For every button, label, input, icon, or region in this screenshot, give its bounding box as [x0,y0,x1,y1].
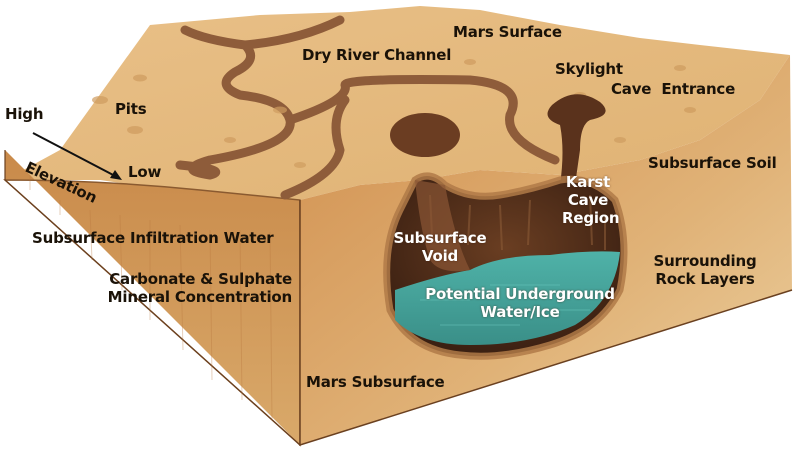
label-mars-surface: Mars Surface [453,23,562,41]
label-carbonate-sulphate: Carbonate & Sulphate Mineral Concentrati… [107,270,293,306]
label-subsurface-void: Subsurface Void [393,229,487,265]
label-pits: Pits [115,100,147,118]
label-potential-underground-water-ice: Potential Underground Water/Ice [425,285,615,321]
label-surrounding-rock-layers: Surrounding Rock Layers [653,252,757,288]
label-cave-entrance: Cave Entrance [611,80,736,98]
mars-surface-top [5,6,790,200]
front-face [5,150,300,445]
elevation-arrow-icon [32,132,122,180]
skylight [547,94,606,185]
label-subsurface-infiltration-water: Subsurface Infiltration Water [32,229,274,247]
label-subsurface-soil: Subsurface Soil [648,154,777,172]
label-dry-river-channel: Dry River Channel [302,46,452,64]
label-low: Low [128,163,162,181]
label-karst-cave-region: Karst Cave Region [562,173,620,227]
label-mars-subsurface: Mars Subsurface [306,373,445,391]
collapse-pit [390,113,460,157]
label-high: High [5,105,44,123]
label-skylight: Skylight [555,60,623,78]
underground-water-ice [395,251,620,345]
